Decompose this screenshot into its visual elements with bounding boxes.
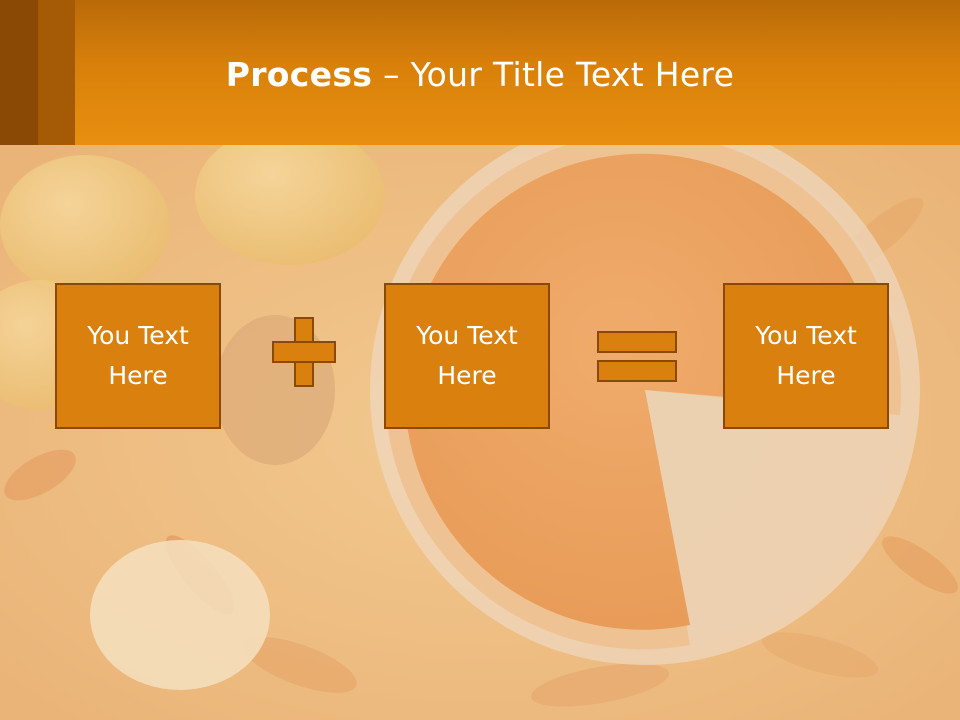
process-box-2-text: You Text Here <box>416 321 518 390</box>
title-rest: – Your Title Text Here <box>372 55 735 94</box>
equals-bottom-bar <box>597 360 677 382</box>
decorative-stripe-dark <box>0 0 38 145</box>
slide-title[interactable]: Process – Your Title Text Here <box>0 50 960 100</box>
process-box-1-text: You Text Here <box>87 321 189 390</box>
equals-top-bar <box>597 331 677 353</box>
process-box-3-text: You Text Here <box>755 321 857 390</box>
pumpkin-pie-scene-image <box>0 145 960 720</box>
process-box-2[interactable]: You Text Here <box>384 283 550 429</box>
title-bold: Process <box>225 55 373 94</box>
decorative-stripe-medium <box>38 0 75 145</box>
title-bar: Process – Your Title Text Here <box>0 0 960 145</box>
background-photo <box>0 145 960 720</box>
process-box-3[interactable]: You Text Here <box>723 283 889 429</box>
process-box-1[interactable]: You Text Here <box>55 283 221 429</box>
plus-center <box>296 343 312 361</box>
